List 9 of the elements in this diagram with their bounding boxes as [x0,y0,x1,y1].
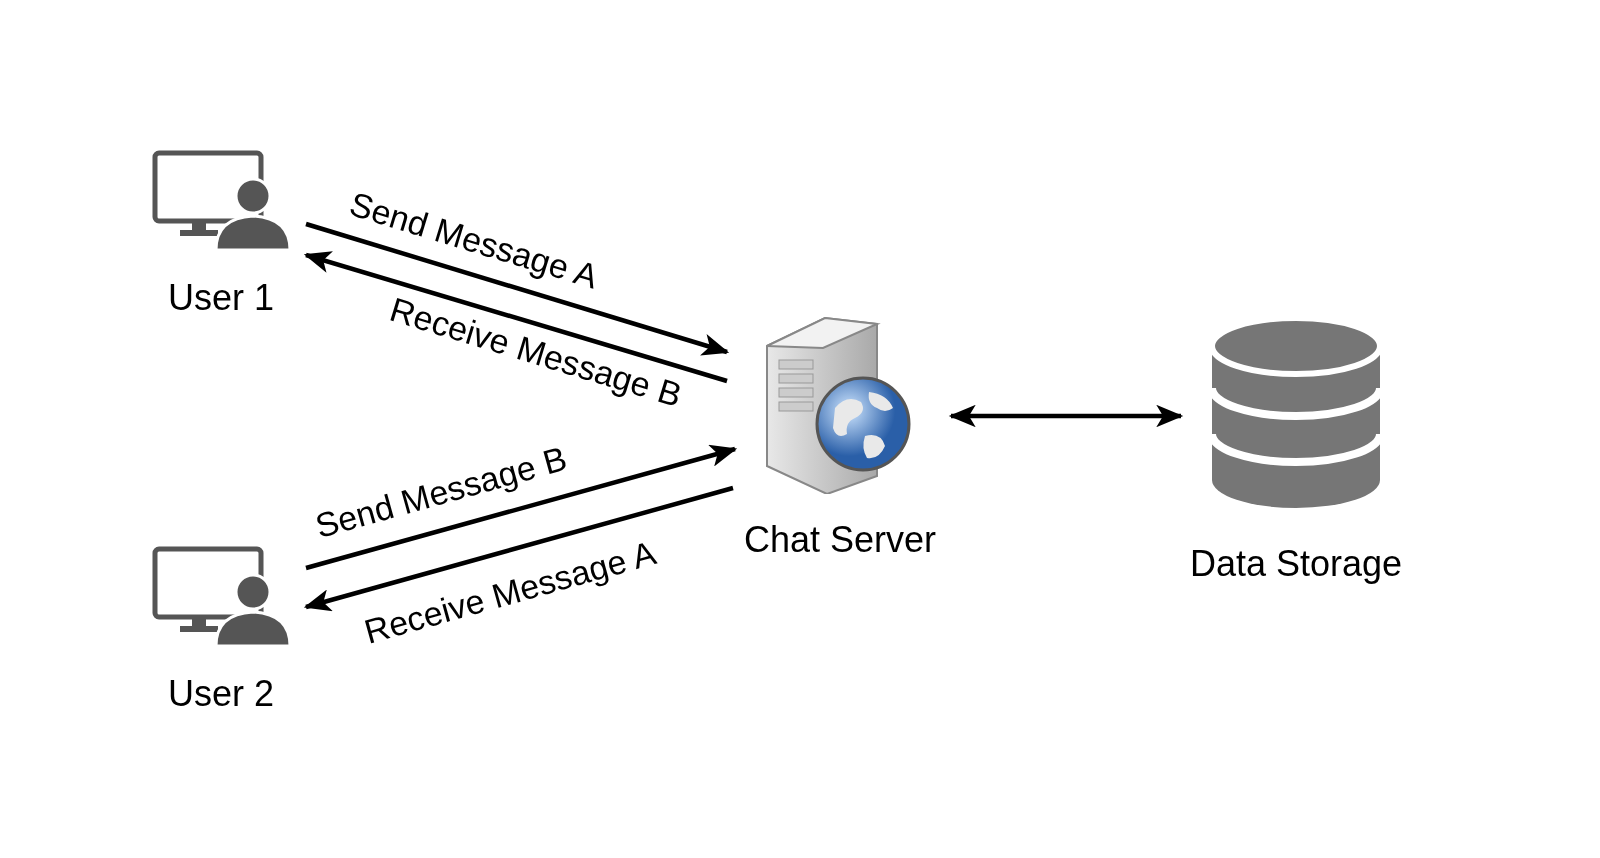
node-label: Chat Server [743,522,937,558]
arrow [948,404,1184,428]
node-label: User 2 [168,676,274,712]
arrow [303,251,728,384]
node-label: User 1 [168,280,274,316]
arrow [305,221,730,356]
arrow [303,485,734,612]
node-label: Data Storage [1189,546,1403,582]
arrow [305,444,738,571]
